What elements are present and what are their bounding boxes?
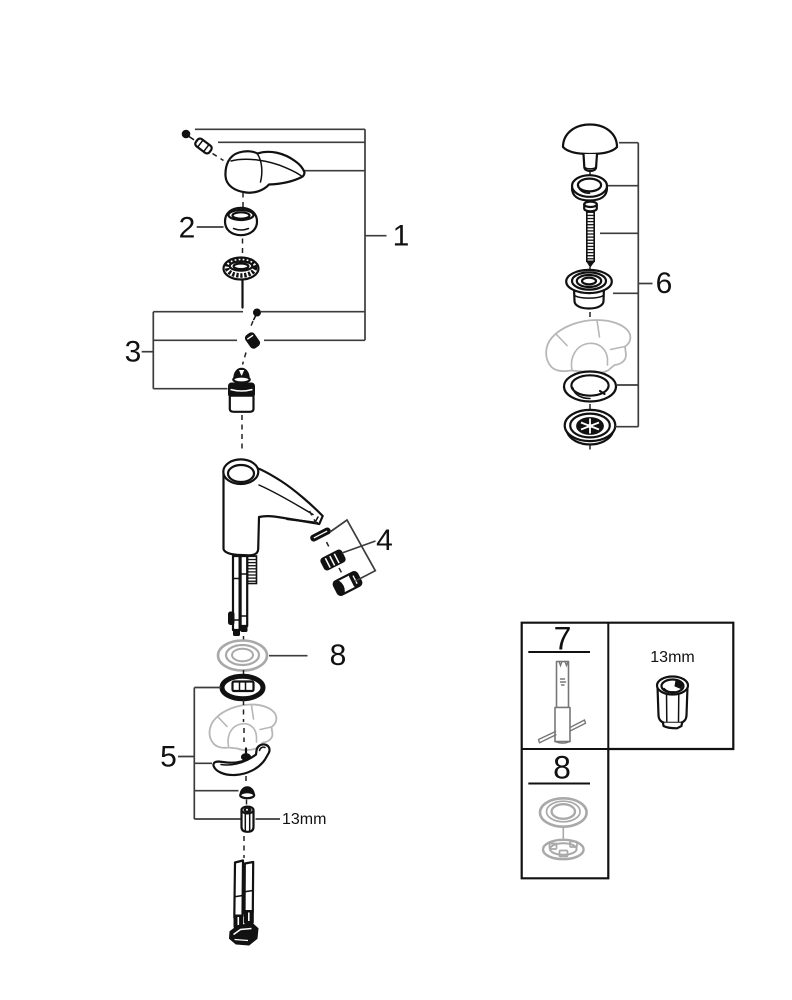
base-gasket-ring: [216, 639, 269, 672]
callout-3: 3: [125, 336, 142, 369]
callout-1-bracket: [153, 128, 387, 342]
drain-screw: [583, 200, 598, 268]
mounting-nut-13mm: [240, 805, 255, 833]
aerator-assembly: [308, 510, 363, 597]
callout-4-bracket: [329, 518, 377, 582]
callout-2: 2: [179, 212, 196, 245]
handle-screw: [181, 129, 224, 162]
drain-flange: [565, 268, 613, 310]
callout-1: 1: [393, 220, 410, 253]
supply-hoses-and-stud: [228, 554, 258, 636]
cartridge-screw: [241, 308, 261, 365]
cartridge: [228, 367, 255, 413]
callout-4: 4: [376, 524, 393, 557]
drain-seal-ring: [562, 370, 618, 403]
callout-5: 5: [160, 741, 177, 774]
inset-callout-8: 8: [553, 750, 571, 786]
claw-dome-nut: [239, 786, 256, 800]
inset-callout-7: 7: [554, 621, 572, 657]
mounting-tool: [537, 660, 587, 744]
inset-gasket-set: [538, 796, 588, 861]
threaded-collar-ring: [222, 256, 260, 281]
mounting-surface-ghost: [208, 703, 278, 751]
axis-dashes-mid: [242, 700, 245, 742]
wrench-size-label: 13mm: [282, 811, 326, 828]
drain-strainer: [563, 408, 617, 446]
faucet-body: [222, 458, 324, 557]
mounting-claw: [212, 743, 271, 777]
callout-6: 6: [656, 267, 673, 300]
inset-box: [520, 621, 735, 880]
drain-plug-cap: [561, 123, 619, 173]
inset-wrench-size-label: 13mm: [650, 649, 694, 666]
callout-6-bracket: [600, 141, 653, 428]
connection-hoses: [229, 836, 259, 946]
stabilizer-ring: [219, 673, 266, 702]
socket-nut-icon: [655, 675, 690, 730]
callout-8: 8: [330, 639, 347, 672]
lever-handle: [224, 150, 306, 194]
handle-cap-ring: [223, 206, 259, 237]
basin-ghost: [545, 319, 632, 375]
callout-3-bracket: [141, 311, 228, 390]
drain-gasket: [570, 174, 609, 202]
callout-5-bracket: [178, 686, 241, 820]
